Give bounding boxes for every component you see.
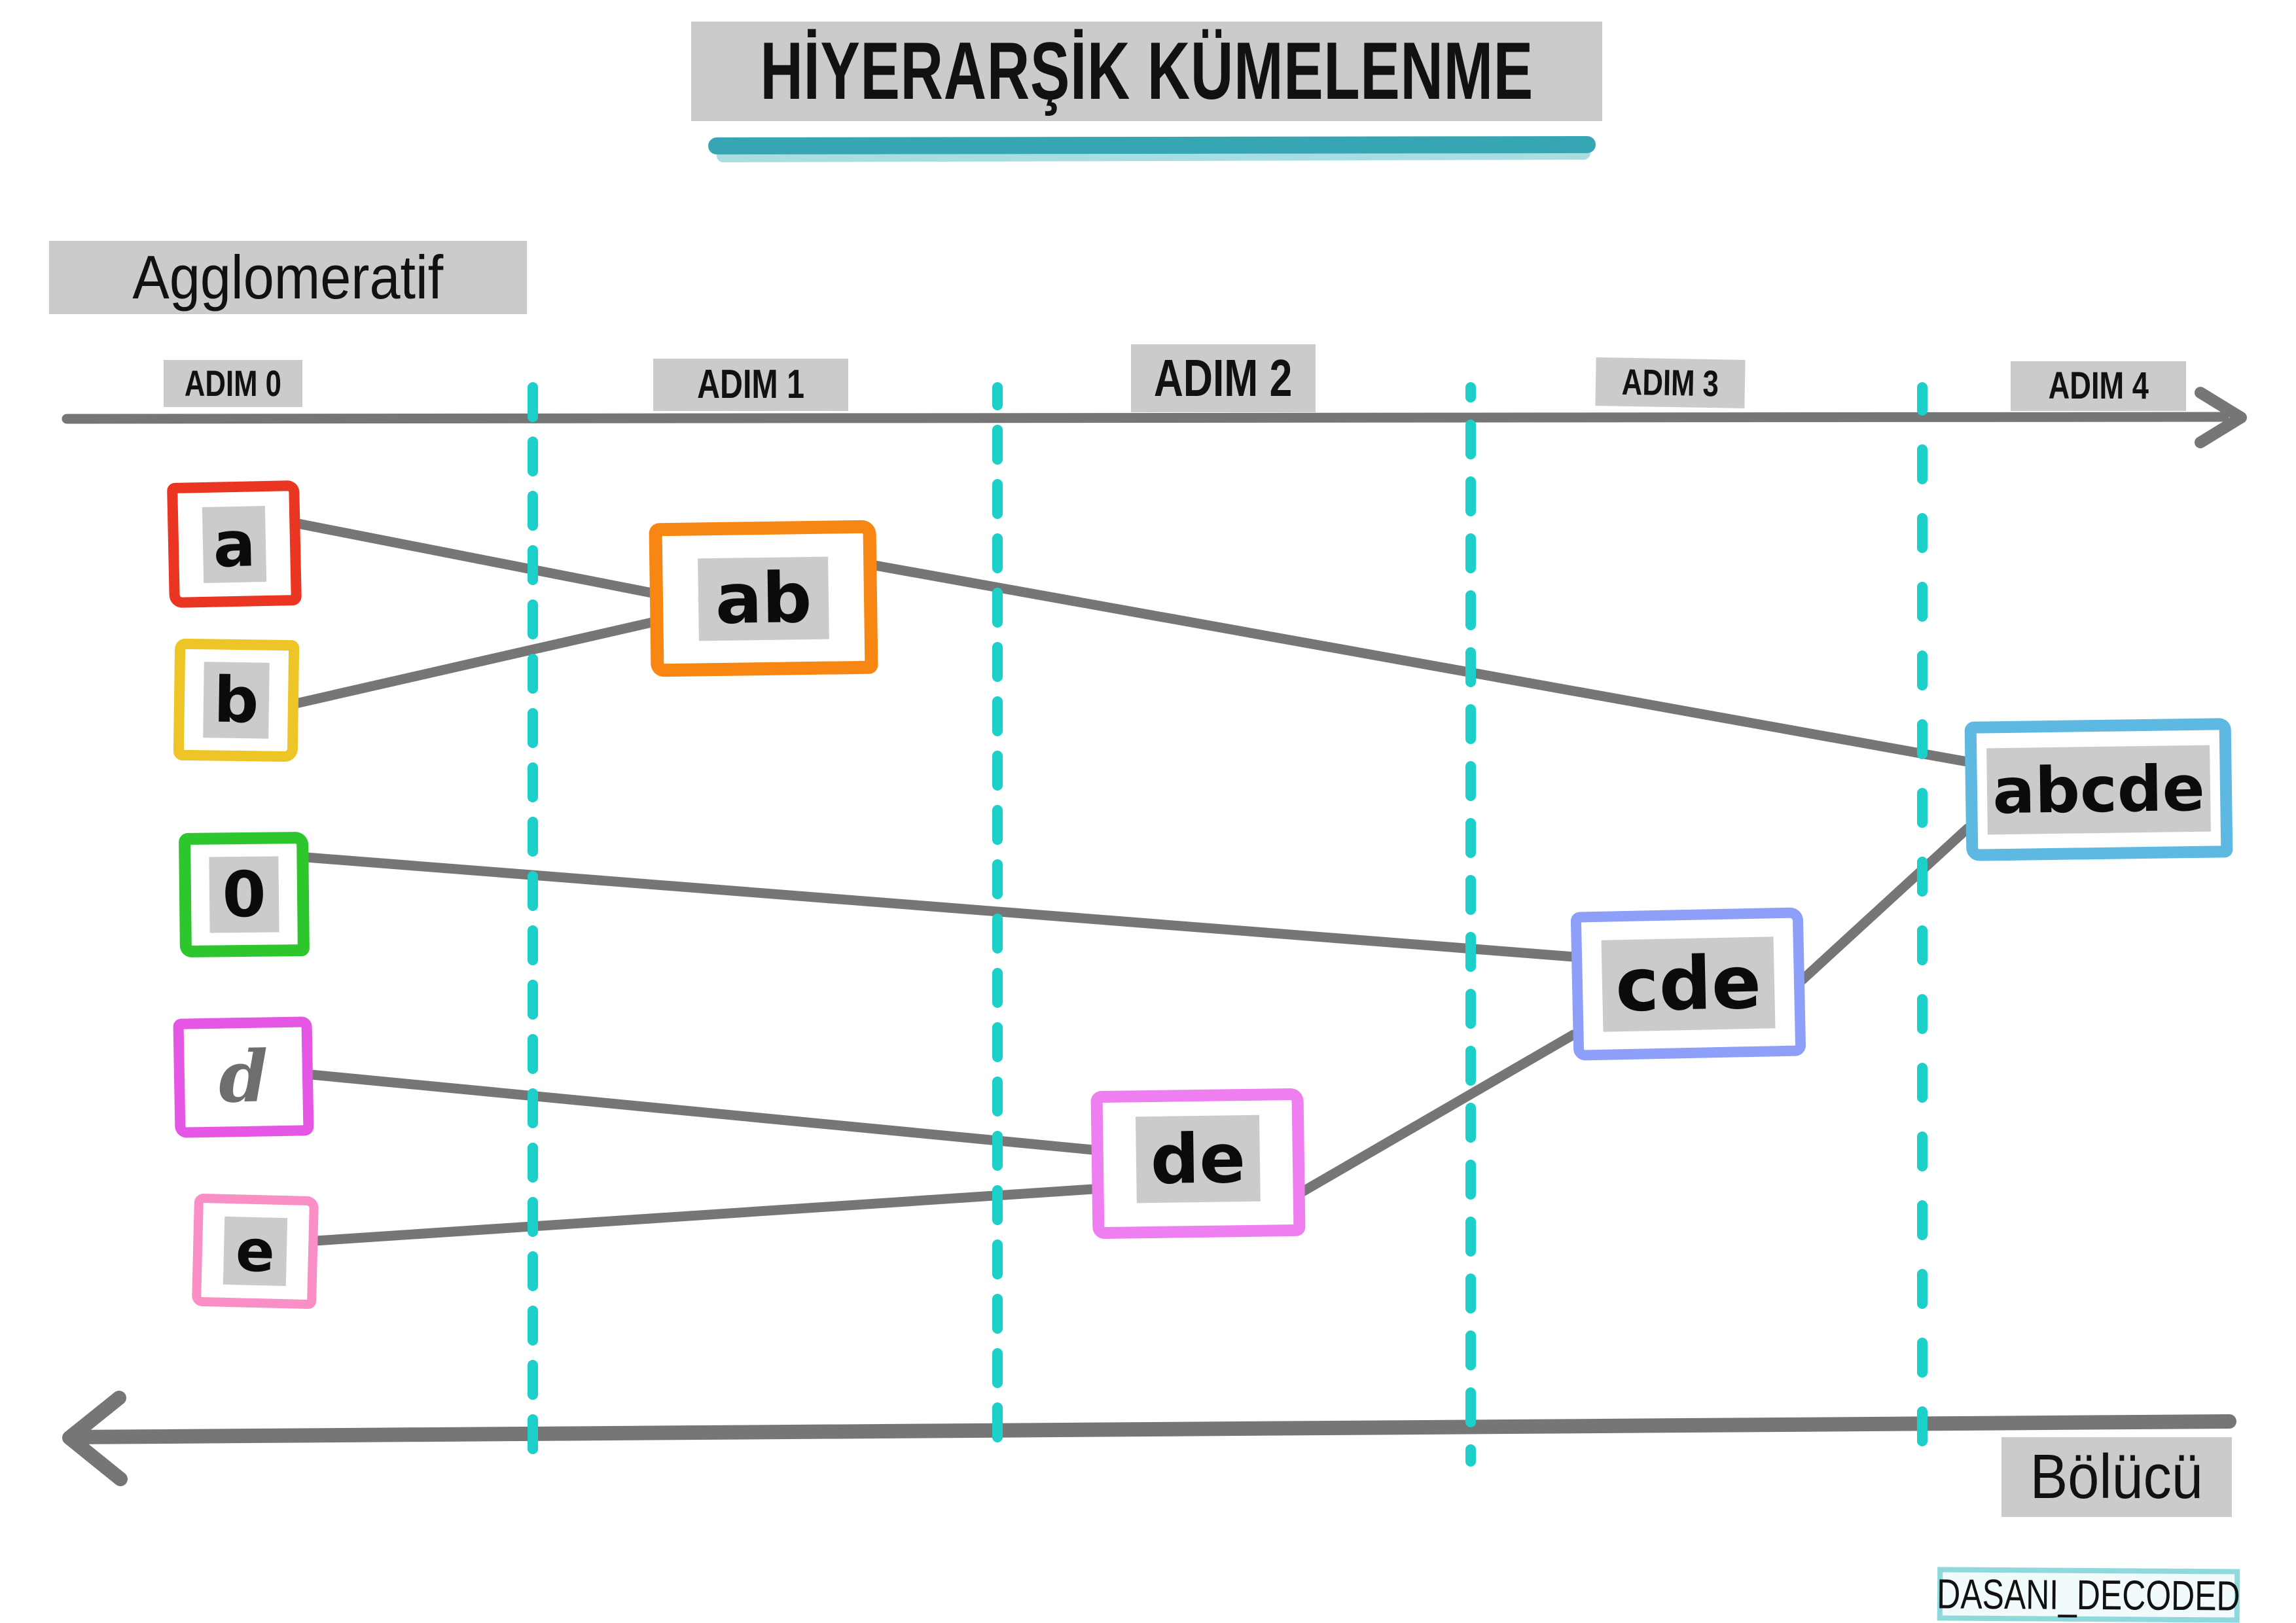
step-label-adim-2: ADIM 2 <box>1131 344 1316 412</box>
title-underline <box>708 136 1596 154</box>
edge-b-ab <box>291 617 657 709</box>
node-cde: cde <box>1570 907 1806 1061</box>
edge-0-cde <box>301 852 1579 962</box>
timeline-bottom-arrowhead <box>62 1391 128 1486</box>
title-underline-shadow <box>717 147 1590 162</box>
node-ab: ab <box>649 520 878 677</box>
divisive-label: Bölücü <box>2001 1437 2232 1517</box>
step-label-adim-0: ADIM 0 <box>164 360 302 407</box>
step-label-adim-3: ADIM 3 <box>1595 357 1746 408</box>
watermark-text: DASANI_DECODED <box>1937 1570 2240 1620</box>
timeline-bottom-line <box>66 1414 2236 1444</box>
edge-a-ab <box>293 518 657 598</box>
node-b-label: b <box>202 662 270 739</box>
watermark-box: DASANI_DECODED <box>1937 1567 2240 1623</box>
node-e: e <box>191 1193 319 1310</box>
node-0: 0 <box>179 831 310 958</box>
node-d: d <box>173 1016 314 1138</box>
edge-ab-abcde <box>870 560 1973 767</box>
page-title-text: HİYERARŞİK KÜMELENME <box>760 26 1534 116</box>
node-0-label: 0 <box>208 856 279 933</box>
node-a-label: a <box>202 505 267 583</box>
edge-cde-abcde <box>1797 823 1973 985</box>
node-cde-label: cde <box>1601 936 1776 1032</box>
node-a: a <box>167 480 302 609</box>
timeline-top-line <box>62 412 2229 424</box>
agglomerative-label: Agglomeratif <box>49 241 527 314</box>
step-label-adim-1: ADIM 1 <box>653 359 848 411</box>
step-label-adim-4: ADIM 4 <box>2011 361 2186 411</box>
edge-de-cde <box>1297 1029 1579 1197</box>
timeline-top-arrowhead <box>2195 387 2247 448</box>
node-ab-label: ab <box>697 556 830 641</box>
node-de: de <box>1090 1088 1306 1240</box>
node-d-label: d <box>218 1035 269 1119</box>
node-abcde: abcde <box>1964 718 2233 861</box>
node-abcde-label: abcde <box>1986 745 2211 834</box>
node-b: b <box>173 638 300 762</box>
node-e-label: e <box>223 1216 288 1287</box>
node-de-label: de <box>1135 1115 1261 1204</box>
edge-d-de <box>306 1069 1098 1155</box>
page-title: HİYERARŞİK KÜMELENME <box>691 22 1602 121</box>
edge-e-de <box>310 1184 1098 1246</box>
